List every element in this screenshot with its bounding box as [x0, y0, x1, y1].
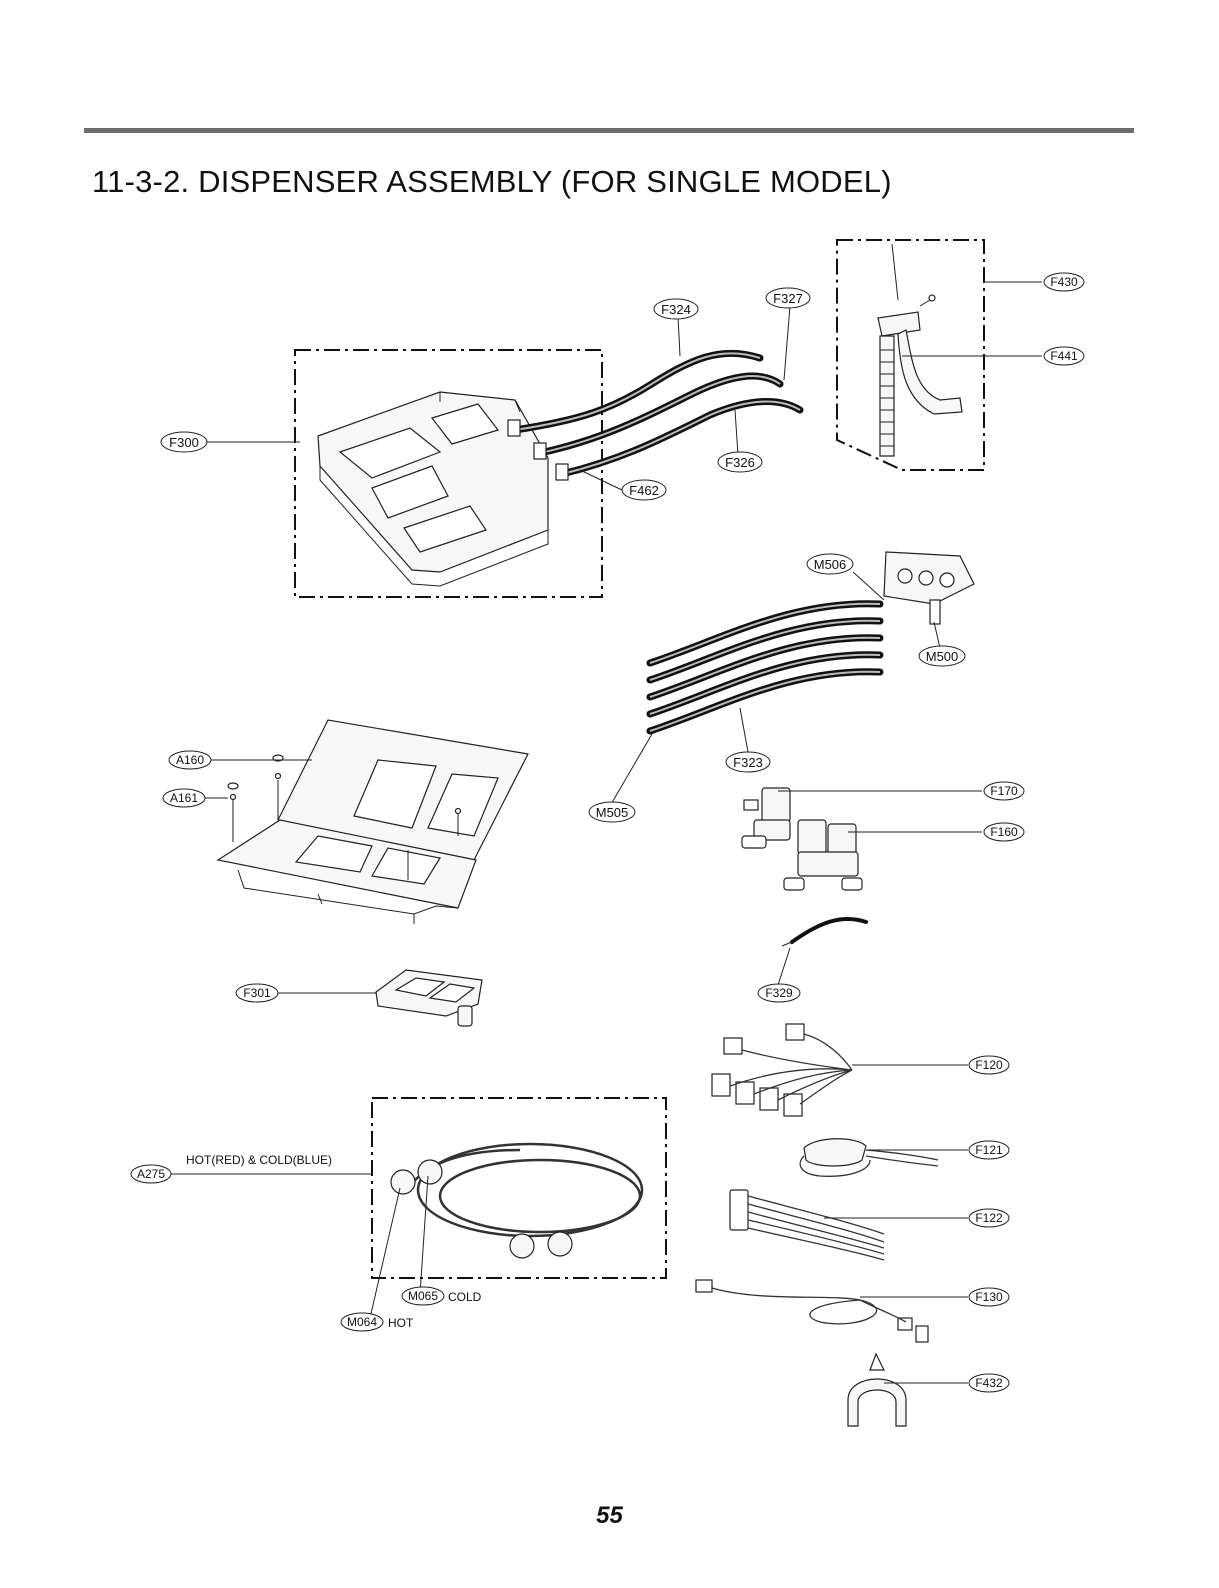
- label-oval-F130: [968, 1287, 1010, 1307]
- dispenser-housing-drawing: [317, 391, 549, 587]
- label-oval-M064: [340, 1312, 384, 1332]
- label-oval-F324: [653, 298, 699, 320]
- label-oval-F122: [968, 1208, 1010, 1228]
- label-F430: F430: [1050, 275, 1078, 289]
- hose-bundle-group: [646, 551, 975, 735]
- label-oval-F323: [725, 751, 771, 773]
- label-oval-A161: [162, 788, 206, 808]
- label-F326: F326: [725, 455, 755, 470]
- label-oval-A160: [168, 750, 212, 770]
- harness-flat-drawing: [729, 1189, 885, 1261]
- label-oval-M500: [918, 645, 966, 667]
- label-F323: F323: [733, 755, 763, 770]
- label-oval-M505: [588, 801, 636, 823]
- label-oval-A275: [130, 1164, 172, 1184]
- harness-main-drawing: [711, 1023, 853, 1117]
- label-M506: M506: [814, 557, 847, 572]
- label-oval-F160: [983, 822, 1025, 842]
- label-F327: F327: [773, 291, 803, 306]
- label-oval-F301: [235, 983, 279, 1003]
- callout-ovals: [130, 272, 1085, 1393]
- label-oval-F170: [983, 781, 1025, 801]
- label-F462: F462: [629, 483, 659, 498]
- harness-filter-drawing: [799, 1138, 939, 1177]
- label-oval-F441: [1043, 346, 1085, 366]
- label-M064: M064: [347, 1315, 377, 1329]
- label-oval-F121: [968, 1140, 1010, 1160]
- label-A275: A275: [137, 1167, 165, 1181]
- dispenser-drawer-group: [216, 719, 529, 924]
- housing-dash-box: [294, 349, 603, 598]
- callout-labels: F430 F441 F324 F327 F300 F326 F462 M506 …: [137, 275, 1078, 1390]
- drawer-screws-drawing: [227, 754, 462, 880]
- label-F160: F160: [990, 825, 1018, 839]
- inlet-hoses-drawing: [390, 1142, 644, 1259]
- label-M505: M505: [596, 805, 629, 820]
- leader-lines: [171, 281, 1042, 1384]
- page-number: 55: [596, 1502, 623, 1529]
- top-rule: [84, 128, 1134, 133]
- valves-group: [741, 787, 863, 891]
- housing-hoses-drawing: [507, 349, 804, 481]
- harness-sensor-drawing: [695, 1279, 929, 1343]
- inlet-hoses-dash-box: [371, 1097, 667, 1279]
- dispenser-housing-group: [294, 349, 804, 598]
- label-A160: A160: [176, 753, 204, 767]
- page-title: 11-3-2. DISPENSER ASSEMBLY (FOR SINGLE M…: [92, 164, 892, 199]
- drawer-tray-drawing: [216, 819, 477, 924]
- label-F120: F120: [975, 1058, 1003, 1072]
- label-oval-F329: [757, 983, 801, 1003]
- label-F324: F324: [661, 302, 691, 317]
- inlet-box-drawing: [375, 969, 483, 1027]
- label-oval-F432: [968, 1373, 1010, 1393]
- label-F329: F329: [765, 986, 793, 1000]
- drain-hose-drawing: [877, 243, 963, 457]
- label-M500: M500: [926, 649, 959, 664]
- label-A161: A161: [170, 791, 198, 805]
- label-F441: F441: [1050, 349, 1078, 363]
- drawer-cover-drawing: [277, 719, 529, 861]
- hot-note: HOT: [388, 1316, 414, 1330]
- label-F432: F432: [975, 1376, 1003, 1390]
- label-oval-M506: [806, 553, 854, 575]
- label-oval-M065: [401, 1286, 445, 1306]
- drain-dash-box: [836, 239, 985, 471]
- label-F300: F300: [169, 435, 199, 450]
- clamp-drawing: [847, 1352, 907, 1427]
- label-oval-F327: [765, 287, 811, 309]
- cold-note: COLD: [448, 1290, 482, 1304]
- drain-hose-group: [836, 239, 985, 471]
- manifold-drawing: [883, 551, 975, 625]
- label-F170: F170: [990, 784, 1018, 798]
- small-hose-drawing: [781, 917, 868, 947]
- hose-bundle-drawing: [646, 600, 884, 735]
- label-F301: F301: [243, 986, 271, 1000]
- label-oval-F120: [968, 1055, 1010, 1075]
- label-M065: M065: [408, 1289, 438, 1303]
- label-F130: F130: [975, 1290, 1003, 1304]
- label-oval-F462: [621, 479, 667, 501]
- inlet-hoses-group: [371, 1097, 667, 1279]
- label-oval-F326: [717, 451, 763, 473]
- valve-drawing: [741, 787, 863, 891]
- label-F122: F122: [975, 1211, 1003, 1225]
- label-oval-F430: [1043, 272, 1085, 292]
- label-oval-F300: [160, 431, 208, 453]
- label-F121: F121: [975, 1143, 1003, 1157]
- hose-colors-note: HOT(RED) & COLD(BLUE): [186, 1153, 332, 1167]
